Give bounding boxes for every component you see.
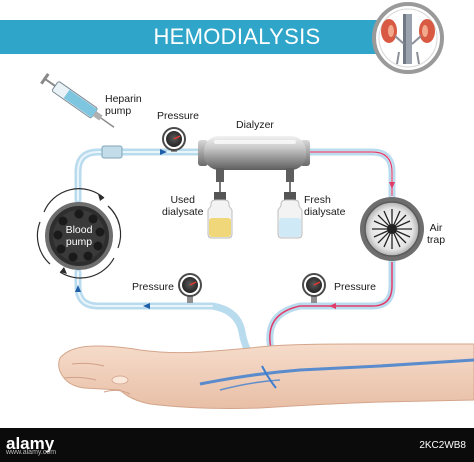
heparin-pump-label: Heparin pump: [105, 93, 142, 117]
dialyzer: [198, 136, 310, 182]
arm-illustration: [58, 343, 474, 409]
fresh-dialysate-bottle: [277, 182, 303, 239]
used-dialysate-label-line-1: Used: [170, 194, 195, 206]
air-trap-icon: [360, 197, 424, 261]
air-trap-label: Air trap: [424, 222, 448, 246]
heparin-pump-label-line-2: pump: [105, 105, 132, 117]
used-dialysate-label-line-2: dialysate: [162, 206, 204, 218]
fresh-dialysate-label-line-1: Fresh: [304, 194, 331, 206]
heparin-connector: [101, 145, 123, 159]
blood-pump-label: Blood pump: [60, 224, 98, 248]
pressure-gauge-icon: [178, 273, 202, 303]
used-dialysate-label: Used dialysate: [162, 194, 203, 218]
used-dialysate-bottle: [207, 182, 233, 239]
syringe-icon: [40, 72, 115, 128]
watermark-logo: alamy: [6, 434, 55, 453]
air-trap-label-line-2: trap: [426, 234, 446, 246]
watermark-bar: alamy 2KC2WB8 www.alamy.com: [0, 428, 474, 462]
watermark-url: www.alamy.com: [6, 449, 57, 456]
pressure-gauge-icon: [162, 127, 186, 152]
pressure-gauge-icon: [302, 273, 326, 303]
pressure-label-top: Pressure: [157, 110, 200, 122]
title-bar: [0, 20, 390, 54]
blood-pump-label-line-2: pump: [65, 236, 93, 248]
tubing-circuit: [74, 148, 396, 370]
blood-pump-label-line-1: Blood: [65, 224, 93, 236]
kidneys-icon: [372, 2, 444, 74]
fresh-dialysate-label-line-2: dialysate: [304, 206, 346, 218]
page-title: HEMODIALYSIS: [153, 24, 321, 49]
pressure-label-left: Pressure: [132, 281, 175, 293]
watermark-code: 2KC2WB8: [419, 440, 466, 451]
dialyzer-label: Dialyzer: [236, 119, 274, 131]
pump-rotor-icon: [36, 188, 122, 279]
air-trap-label-line-1: Air: [429, 222, 443, 234]
flow-arrows: [75, 149, 395, 309]
arterial-blood-line: [269, 151, 393, 367]
pressure-label-right: Pressure: [334, 281, 377, 293]
fresh-dialysate-label: Fresh dialysate: [304, 194, 345, 218]
heparin-pump-label-line-1: Heparin: [105, 93, 142, 105]
